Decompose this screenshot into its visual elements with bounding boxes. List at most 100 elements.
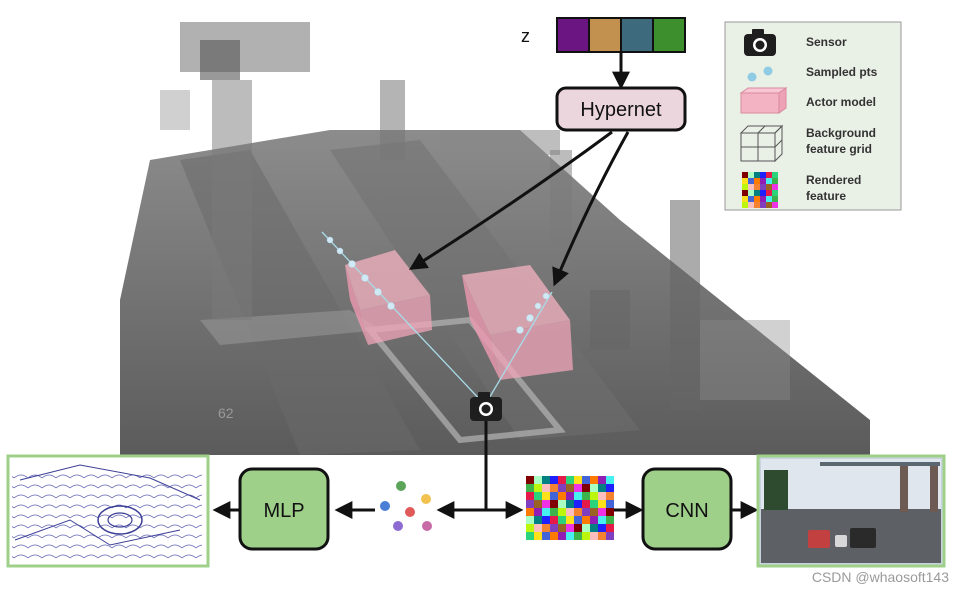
mosaic-cell (526, 500, 534, 508)
mosaic-cell (574, 492, 582, 500)
mosaic-cell (772, 178, 778, 184)
sampled-point (393, 521, 403, 531)
mlp-label: MLP (263, 500, 304, 522)
mosaic-cell (760, 184, 766, 190)
sampled-point (405, 507, 415, 517)
arrow-hypernet-to-actor-right (552, 131, 630, 287)
mosaic-cell (742, 196, 748, 202)
mlp-box: MLP (238, 467, 330, 551)
mosaic-cell (558, 532, 566, 540)
mosaic-cell (582, 508, 590, 516)
mosaic-cell (582, 516, 590, 524)
mosaic-cell (766, 190, 772, 196)
mosaic-cell (606, 484, 614, 492)
mosaic-cell (590, 476, 598, 484)
mosaic-cell (566, 476, 574, 484)
mosaic-cell (754, 178, 760, 184)
mosaic-cell (558, 484, 566, 492)
mosaic-cell (542, 508, 550, 516)
mosaic-cell (606, 500, 614, 508)
mosaic-cell (526, 524, 534, 532)
latent-code-bar (556, 17, 686, 53)
mosaic-cell (550, 500, 558, 508)
mosaic-cell (598, 508, 606, 516)
cnn-label: CNN (665, 500, 708, 522)
mosaic-cell (772, 202, 778, 208)
latent-cell (588, 17, 622, 53)
lidar-output-image (6, 454, 210, 568)
mosaic-cell (558, 508, 566, 516)
mosaic-cell (760, 172, 766, 178)
mosaic-cell (542, 492, 550, 500)
mosaic-cell (590, 532, 598, 540)
mosaic-cell (534, 516, 542, 524)
actor-model-right (462, 265, 573, 380)
sampled-point (421, 494, 431, 504)
mosaic-cell (550, 484, 558, 492)
mosaic-cell (582, 524, 590, 532)
mosaic-cell (542, 476, 550, 484)
mosaic-cell (606, 532, 614, 540)
mosaic-cell (566, 492, 574, 500)
mosaic-cell (760, 196, 766, 202)
sampled-point (396, 481, 406, 491)
mosaic-cell (558, 524, 566, 532)
legend-rendered-label-1: Rendered (806, 173, 861, 187)
mosaic-cell (550, 508, 558, 516)
mosaic-cell (766, 196, 772, 202)
mosaic-cell (590, 508, 598, 516)
mosaic-cell (574, 508, 582, 516)
actor-box-icon (739, 87, 788, 114)
mosaic-cell (574, 476, 582, 484)
mosaic-cell (534, 508, 542, 516)
mosaic-cell (558, 476, 566, 484)
rendered-feature-map (526, 476, 614, 540)
mosaic-cell (742, 202, 748, 208)
mosaic-cell (606, 516, 614, 524)
sampled-points-cluster (380, 481, 432, 531)
mosaic-cell (558, 492, 566, 500)
legend-sensor-label: Sensor (806, 35, 847, 49)
mosaic-cell (766, 184, 772, 190)
mosaic-cell (766, 172, 772, 178)
mosaic-cell (590, 492, 598, 500)
mosaic-cell (748, 172, 754, 178)
mosaic-cell (598, 532, 606, 540)
mosaic-cell (550, 476, 558, 484)
mosaic-cell (766, 202, 772, 208)
actor-model-left (345, 250, 432, 345)
mosaic-cell (742, 172, 748, 178)
mosaic-cell (550, 532, 558, 540)
mosaic-cell (574, 532, 582, 540)
mosaic-cell (550, 524, 558, 532)
mosaic-cell (542, 484, 550, 492)
mosaic-cell (558, 500, 566, 508)
sampled-rays (321, 231, 553, 406)
mosaic-cell (526, 532, 534, 540)
mosaic-cell (590, 524, 598, 532)
mosaic-cell (598, 484, 606, 492)
mosaic-cell (590, 484, 598, 492)
mosaic-cell (606, 524, 614, 532)
grid-cube-icon (739, 124, 784, 163)
mosaic-cell (542, 532, 550, 540)
mosaic-cell (598, 524, 606, 532)
mosaic-cell (742, 190, 748, 196)
mosaic-cell (534, 476, 542, 484)
mosaic-cell (566, 500, 574, 508)
sampled-points-icon (747, 66, 773, 82)
mosaic-cell (772, 184, 778, 190)
mosaic-cell (598, 476, 606, 484)
mosaic-cell (742, 178, 748, 184)
mosaic-cell (566, 532, 574, 540)
latent-z-label: z (521, 26, 530, 46)
mosaic-cell (574, 484, 582, 492)
mosaic-cell (534, 532, 542, 540)
rendered-feature-icon (742, 172, 778, 208)
hypernet-label: Hypernet (580, 99, 662, 121)
mosaic-cell (772, 196, 778, 202)
mosaic-cell (534, 484, 542, 492)
mosaic-cell (748, 178, 754, 184)
mosaic-cell (526, 476, 534, 484)
